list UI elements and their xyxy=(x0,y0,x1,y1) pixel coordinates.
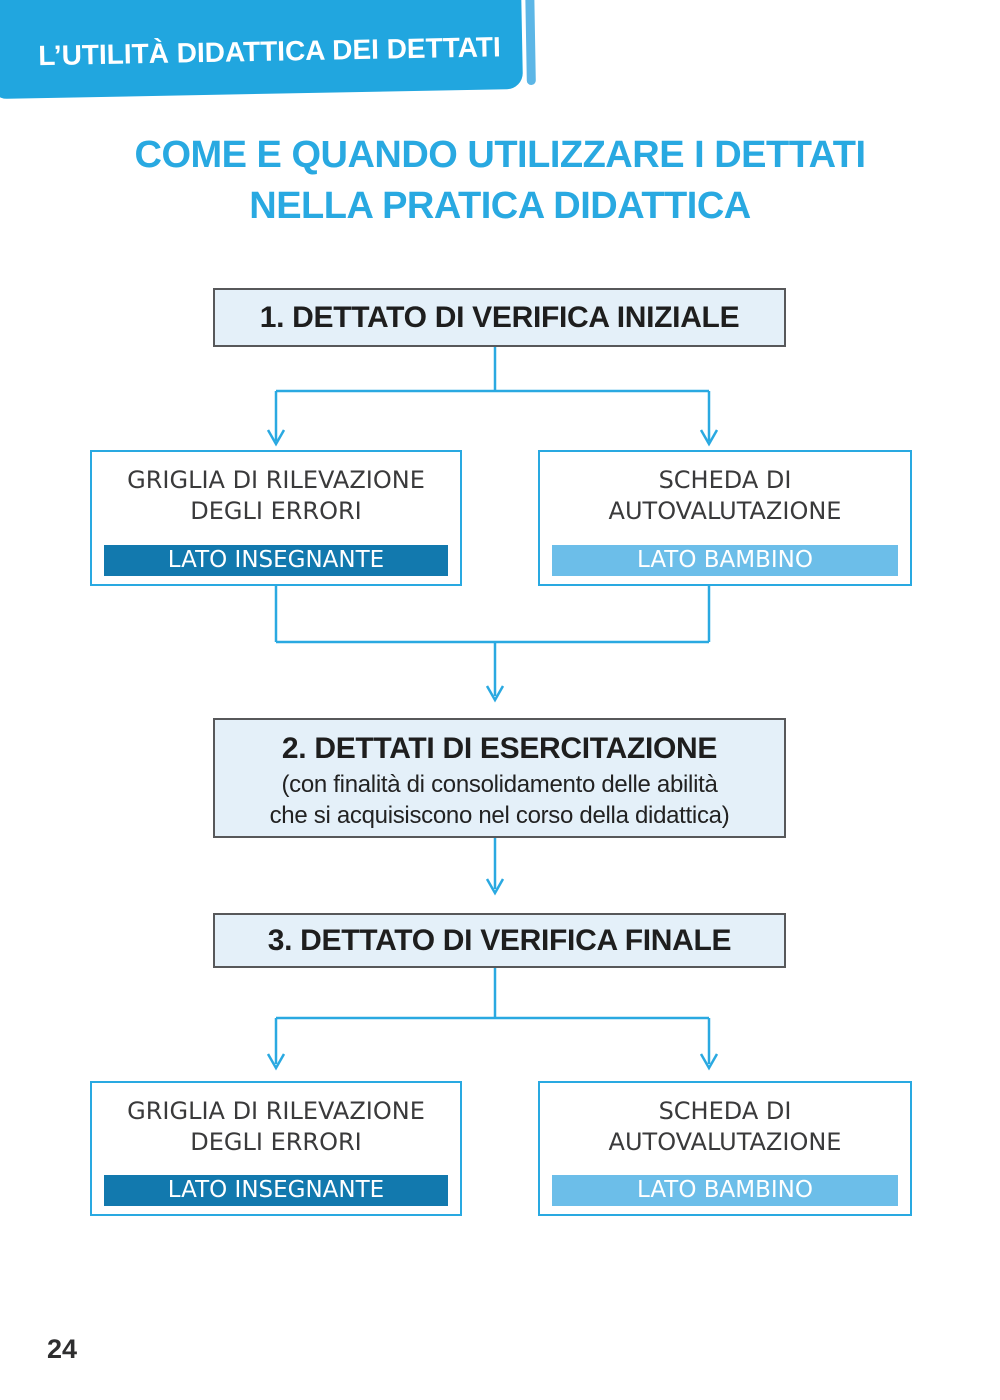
chapter-banner-title: L’UTILITÀ DIDATTICA DEI DETTATI xyxy=(38,31,501,72)
error-grid-card-top: GRIGLIA DI RILEVAZIONE DEGLI ERRORI LATO… xyxy=(90,450,462,586)
self-assessment-title-line2: AUTOVALUTAZIONE xyxy=(608,1128,842,1156)
step-2-subtitle-line2: che si acquisiscono nel corso della dida… xyxy=(269,802,730,829)
page-title-line1: COME E QUANDO UTILIZZARE I DETTATI xyxy=(134,134,867,176)
self-assessment-title: SCHEDA DI AUTOVALUTAZIONE xyxy=(540,1096,910,1158)
error-grid-title-line2: DEGLI ERRORI xyxy=(190,1128,362,1156)
step-3-label: 3. DETTATO DI VERIFICA FINALE xyxy=(267,924,732,957)
page-title-line2: NELLA PRATICA DIDATTICA xyxy=(249,185,751,227)
split-1-lines xyxy=(274,347,711,441)
page-title: COME E QUANDO UTILIZZARE I DETTATI NELLA… xyxy=(0,130,1000,232)
teacher-side-tag: LATO INSEGNANTE xyxy=(104,545,448,576)
self-assessment-card-bottom: SCHEDA DI AUTOVALUTAZIONE LATO BAMBINO xyxy=(538,1081,912,1216)
step-3-box: 3. DETTATO DI VERIFICA FINALE xyxy=(213,913,786,968)
split-1-arrowheads xyxy=(266,429,719,447)
step-2-subtitle-line1: (con finalità di consolidamento delle ab… xyxy=(281,771,718,798)
error-grid-title-line1: GRIGLIA DI RILEVAZIONE xyxy=(127,1097,425,1125)
chapter-banner: L’UTILITÀ DIDATTICA DEI DETTATI xyxy=(0,0,524,100)
self-assessment-title: SCHEDA DI AUTOVALUTAZIONE xyxy=(540,465,910,527)
self-assessment-title-line1: SCHEDA DI xyxy=(658,1097,792,1125)
child-side-tag: LATO BAMBINO xyxy=(552,1175,898,1206)
split-2-lines xyxy=(274,968,711,1064)
banner-underlay xyxy=(525,0,536,86)
error-grid-title-line2: DEGLI ERRORI xyxy=(190,497,362,525)
page-number: 24 xyxy=(47,1334,78,1364)
merge-arrowhead xyxy=(485,685,505,703)
self-assessment-title-line1: SCHEDA DI xyxy=(658,466,792,494)
error-grid-title: GRIGLIA DI RILEVAZIONE DEGLI ERRORI xyxy=(92,465,460,527)
error-grid-title: GRIGLIA DI RILEVAZIONE DEGLI ERRORI xyxy=(92,1096,460,1158)
split-2-arrowheads xyxy=(266,1053,719,1071)
step-2-title: 2. DETTATI DI ESERCITAZIONE xyxy=(281,732,718,765)
step-1-box: 1. DETTATO DI VERIFICA INIZIALE xyxy=(213,288,786,347)
self-assessment-card-top: SCHEDA DI AUTOVALUTAZIONE LATO BAMBINO xyxy=(538,450,912,586)
teacher-side-tag: LATO INSEGNANTE xyxy=(104,1175,448,1206)
step-2-subtitle: (con finalità di consolidamento delle ab… xyxy=(215,769,784,831)
merge-lines xyxy=(274,586,711,696)
child-side-tag: LATO BAMBINO xyxy=(552,545,898,576)
step2-to-step3-arrowhead xyxy=(485,878,505,896)
step-1-label: 1. DETTATO DI VERIFICA INIZIALE xyxy=(259,301,740,334)
error-grid-title-line1: GRIGLIA DI RILEVAZIONE xyxy=(127,466,425,494)
step-2-box: 2. DETTATI DI ESERCITAZIONE (con finalit… xyxy=(213,718,786,838)
error-grid-card-bottom: GRIGLIA DI RILEVAZIONE DEGLI ERRORI LATO… xyxy=(90,1081,462,1216)
self-assessment-title-line2: AUTOVALUTAZIONE xyxy=(608,497,842,525)
